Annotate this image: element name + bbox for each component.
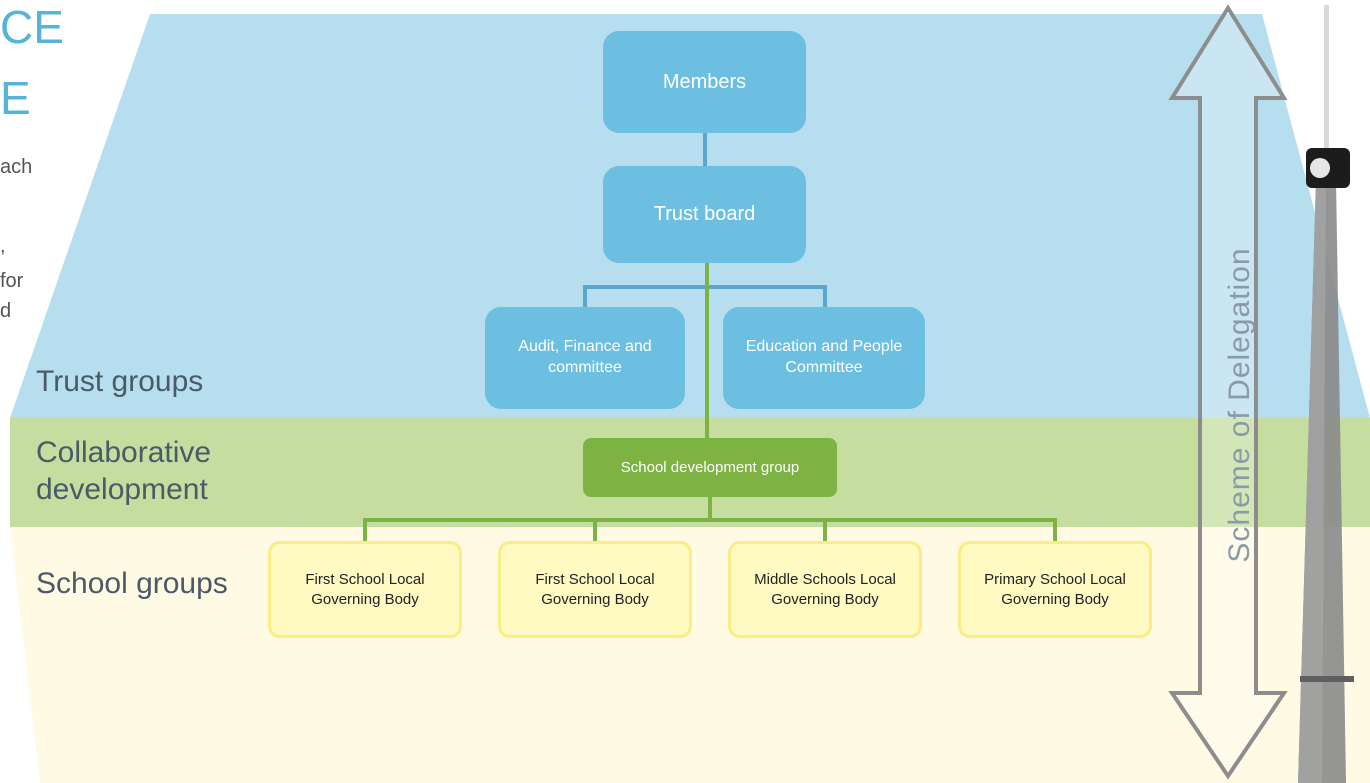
node-members: Members (603, 31, 806, 133)
node-first-school-lgb-2: First School Local Governing Body (498, 541, 692, 638)
band-label-collaborative: Collaborative development (36, 435, 211, 508)
intro-text-fragment: d (0, 300, 12, 322)
page-title-fragment: E (0, 72, 31, 124)
connector-lgb-bar (363, 518, 1057, 543)
band-label-trust: Trust groups (36, 365, 204, 398)
delegation-arrow-icon (1168, 4, 1288, 780)
node-first-school-lgb-1: First School Local Governing Body (268, 541, 462, 638)
band-label-school: School groups (36, 567, 228, 600)
scheme-of-delegation-label: Scheme of Delegation (1223, 247, 1256, 563)
band-label-collaborative-line2: development (36, 472, 208, 506)
band-label-collaborative-line1: Collaborative (36, 436, 212, 469)
node-primary-school-lgb: Primary School Local Governing Body (958, 541, 1152, 638)
node-trust-board: Trust board (603, 166, 806, 263)
tower-icon (1298, 5, 1354, 783)
page-title-fragment: CE (0, 1, 64, 53)
node-audit-committee: Audit, Finance and committee (485, 307, 685, 409)
node-middle-schools-lgb: Middle Schools Local Governing Body (728, 541, 922, 638)
intro-text-fragment: ach (0, 156, 33, 178)
intro-text-fragment: , (0, 235, 6, 257)
node-school-development-group: School development group (583, 438, 837, 497)
intro-text-fragment: for (0, 270, 24, 292)
node-education-committee: Education and People Committee (723, 307, 925, 409)
